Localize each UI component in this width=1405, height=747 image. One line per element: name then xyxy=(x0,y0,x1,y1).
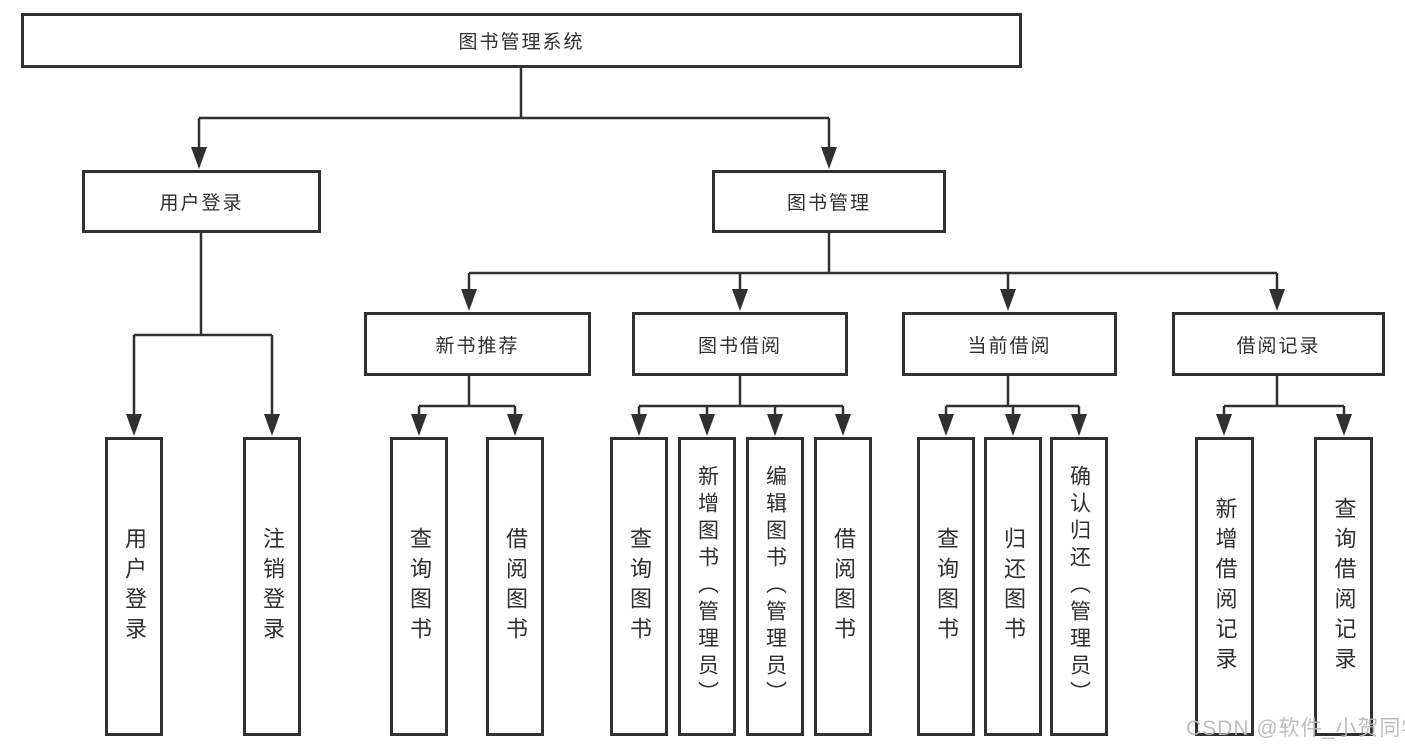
node-new-book-recommend: 新书推荐 xyxy=(364,312,591,376)
node-book-management: 图书管理 xyxy=(712,170,946,233)
arrowhead xyxy=(1216,414,1232,436)
arrowhead xyxy=(631,414,647,436)
arrowhead xyxy=(835,414,851,436)
arrowhead xyxy=(507,414,523,436)
arrowhead xyxy=(264,414,280,436)
arrowhead xyxy=(767,414,783,436)
leaf-borrow-add-books-admin: 新增图书（管理员） xyxy=(678,437,736,736)
leaf-records-query-record-label: 查询借阅记录 xyxy=(1331,496,1357,677)
arrowhead xyxy=(732,289,748,311)
node-book-borrow-label: 图书借阅 xyxy=(697,335,782,357)
arrowheads xyxy=(126,147,1352,436)
leaf-current-query-books-label: 查询图书 xyxy=(934,526,959,647)
node-book-borrow: 图书借阅 xyxy=(632,312,848,376)
leaf-logout: 注销登录 xyxy=(243,437,301,736)
leaf-records-add-record-label: 新增借阅记录 xyxy=(1212,496,1238,677)
arrowhead xyxy=(461,289,477,311)
leaf-borrow-edit-books-admin: 编辑图书（管理员） xyxy=(746,437,804,736)
arrowhead xyxy=(1269,289,1285,311)
leaf-current-confirm-return-admin-label: 确认归还（管理员） xyxy=(1067,465,1091,708)
node-borrow-records-label: 借阅记录 xyxy=(1236,335,1321,357)
leaf-recommend-borrow-books-label: 借阅图书 xyxy=(503,526,528,647)
leaf-user-login-label: 用户登录 xyxy=(122,526,147,647)
leaf-records-add-record: 新增借阅记录 xyxy=(1195,437,1254,736)
leaf-recommend-query-books-label: 查询图书 xyxy=(407,526,432,647)
leaf-borrow-borrow-books-label: 借阅图书 xyxy=(831,526,856,647)
csdn-watermark: CSDN @软件_小贺同学 xyxy=(1186,717,1405,740)
arrowhead xyxy=(1005,414,1021,436)
arrowhead xyxy=(126,414,142,436)
leaf-user-login: 用户登录 xyxy=(105,437,163,736)
arrowhead xyxy=(1000,289,1016,311)
node-current-borrow-label: 当前借阅 xyxy=(967,335,1052,357)
node-borrow-records: 借阅记录 xyxy=(1172,312,1385,376)
leaf-recommend-query-books: 查询图书 xyxy=(390,437,448,736)
connector-lines xyxy=(132,68,1346,415)
node-root-label: 图书管理系统 xyxy=(458,32,585,53)
node-new-book-recommend-label: 新书推荐 xyxy=(435,335,520,357)
leaf-borrow-query-books-label: 查询图书 xyxy=(627,526,652,647)
node-root: 图书管理系统 xyxy=(21,13,1022,68)
arrowhead xyxy=(699,414,715,436)
node-current-borrow: 当前借阅 xyxy=(902,312,1117,376)
leaf-current-confirm-return-admin: 确认归还（管理员） xyxy=(1050,437,1108,736)
arrowhead xyxy=(411,414,427,436)
leaf-current-query-books: 查询图书 xyxy=(917,437,975,736)
leaf-borrow-borrow-books: 借阅图书 xyxy=(814,437,872,736)
leaf-borrow-query-books: 查询图书 xyxy=(610,437,668,736)
node-user-login-label: 用户登录 xyxy=(159,193,244,214)
node-book-management-label: 图书管理 xyxy=(786,193,871,214)
leaf-borrow-edit-books-admin-label: 编辑图书（管理员） xyxy=(763,465,787,708)
leaf-current-return-books-label: 归还图书 xyxy=(1001,526,1026,647)
leaf-borrow-add-books-admin-label: 新增图书（管理员） xyxy=(695,465,719,708)
arrowhead xyxy=(821,147,837,169)
arrowhead xyxy=(191,147,207,169)
arrowhead xyxy=(1071,414,1087,436)
arrowhead xyxy=(938,414,954,436)
node-user-login: 用户登录 xyxy=(82,170,321,233)
arrowhead xyxy=(1336,414,1352,436)
leaf-records-query-record: 查询借阅记录 xyxy=(1314,437,1373,736)
leaf-recommend-borrow-books: 借阅图书 xyxy=(486,437,544,736)
leaf-logout-label: 注销登录 xyxy=(260,526,285,647)
leaf-current-return-books: 归还图书 xyxy=(984,437,1042,736)
